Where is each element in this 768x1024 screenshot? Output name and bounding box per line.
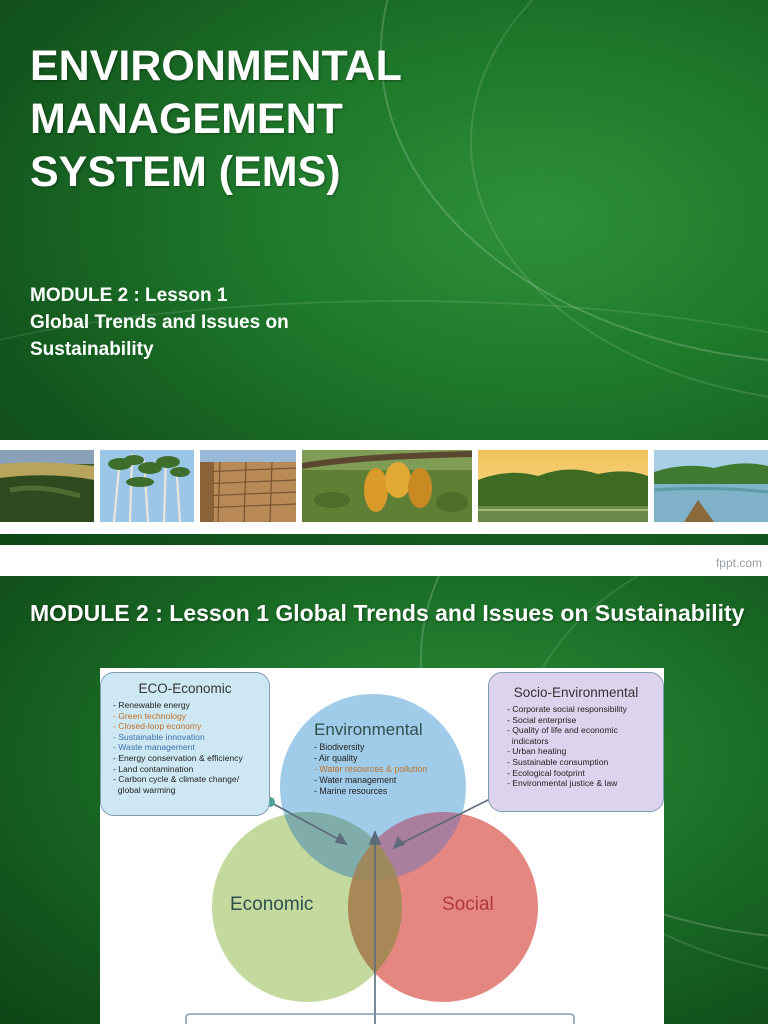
list-item: indicators bbox=[507, 735, 549, 746]
tall-trees-photo bbox=[100, 450, 194, 522]
list-item: - Air quality bbox=[314, 753, 358, 763]
box-title: ECO-Economic bbox=[138, 681, 232, 696]
economic-label: Economic bbox=[230, 894, 314, 915]
list-item: - Renewable energy bbox=[113, 700, 190, 710]
list-item: - Sustainable innovation bbox=[113, 731, 205, 742]
list-item: - Social enterprise bbox=[507, 714, 577, 725]
list-item: - Carbon cycle & climate change/ bbox=[113, 774, 240, 785]
list-item: - Corporate social responsibility bbox=[507, 704, 627, 714]
venn-overlaps bbox=[185, 791, 575, 1024]
list-item: - Water resources & pollution bbox=[314, 764, 428, 774]
list-item: - Biodiversity bbox=[314, 742, 365, 752]
title-slide: ENVIRONMENTAL MANAGEMENT SYSTEM (EMS) MO… bbox=[0, 0, 768, 545]
list-item: - Green technology bbox=[113, 710, 187, 721]
slide-title: ENVIRONMENTAL MANAGEMENT SYSTEM (EMS) bbox=[30, 40, 530, 199]
social-label: Social bbox=[442, 894, 494, 915]
box-title: Socio-Environmental bbox=[513, 685, 639, 700]
source-credit: fppt.com bbox=[715, 556, 762, 570]
list-item: - Environmental justice & law bbox=[507, 778, 618, 789]
list-item: - Closed-loop economy bbox=[113, 721, 202, 732]
socio-environmental-list: - Corporate social responsibility- Socia… bbox=[507, 704, 663, 789]
list-item: - Waste management bbox=[113, 742, 195, 753]
subtitle-line: Global Trends and Issues on bbox=[30, 312, 289, 333]
decorative-swoosh bbox=[0, 300, 768, 545]
subtitle-line: Sustainability bbox=[30, 339, 154, 360]
title-line: ENVIRONMENTAL bbox=[30, 42, 402, 90]
list-item: - Quality of life and economic bbox=[507, 725, 618, 736]
title-line: MANAGEMENT bbox=[30, 95, 343, 143]
eco-economic-box: ECO-Economic - Renewable energy- Green t… bbox=[100, 672, 270, 816]
list-item: - Land contamination bbox=[113, 763, 194, 774]
list-item: - Ecological footprint bbox=[507, 767, 585, 778]
list-item: - Sustainable consumption bbox=[507, 756, 609, 767]
lumber-stack-photo bbox=[200, 450, 296, 522]
list-item: - Water management bbox=[314, 775, 397, 785]
socio-environmental-box: Socio-Environmental - Corporate social r… bbox=[488, 672, 664, 812]
eco-economic-list: - Renewable energy- Green technology- Cl… bbox=[113, 700, 269, 795]
list-item: - Urban heating bbox=[507, 746, 567, 757]
title-line: SYSTEM (EMS) bbox=[30, 148, 341, 196]
river-canoe-photo bbox=[654, 450, 768, 522]
aerial-forest-photo bbox=[0, 450, 94, 522]
list-item: - Energy conservation & efficiency bbox=[113, 752, 243, 763]
photo-strip bbox=[0, 440, 768, 534]
environmental-label: Environmental bbox=[314, 720, 423, 739]
cacao-pods-photo bbox=[302, 450, 472, 522]
subtitle-line: MODULE 2 : Lesson 1 bbox=[30, 285, 228, 306]
list-item: - Marine resources bbox=[314, 786, 388, 796]
list-item: global warming bbox=[113, 784, 176, 795]
river-sunset-photo bbox=[478, 450, 648, 522]
slide-subtitle: MODULE 2 : Lesson 1 Global Trends and Is… bbox=[30, 282, 289, 363]
slide-title: MODULE 2 : Lesson 1 Global Trends and Is… bbox=[30, 600, 745, 626]
sustainability-venn-diagram: ECO-Economic - Renewable energy- Green t… bbox=[100, 668, 664, 1024]
environmental-list: - Biodiversity- Air quality- Water resou… bbox=[314, 742, 427, 797]
